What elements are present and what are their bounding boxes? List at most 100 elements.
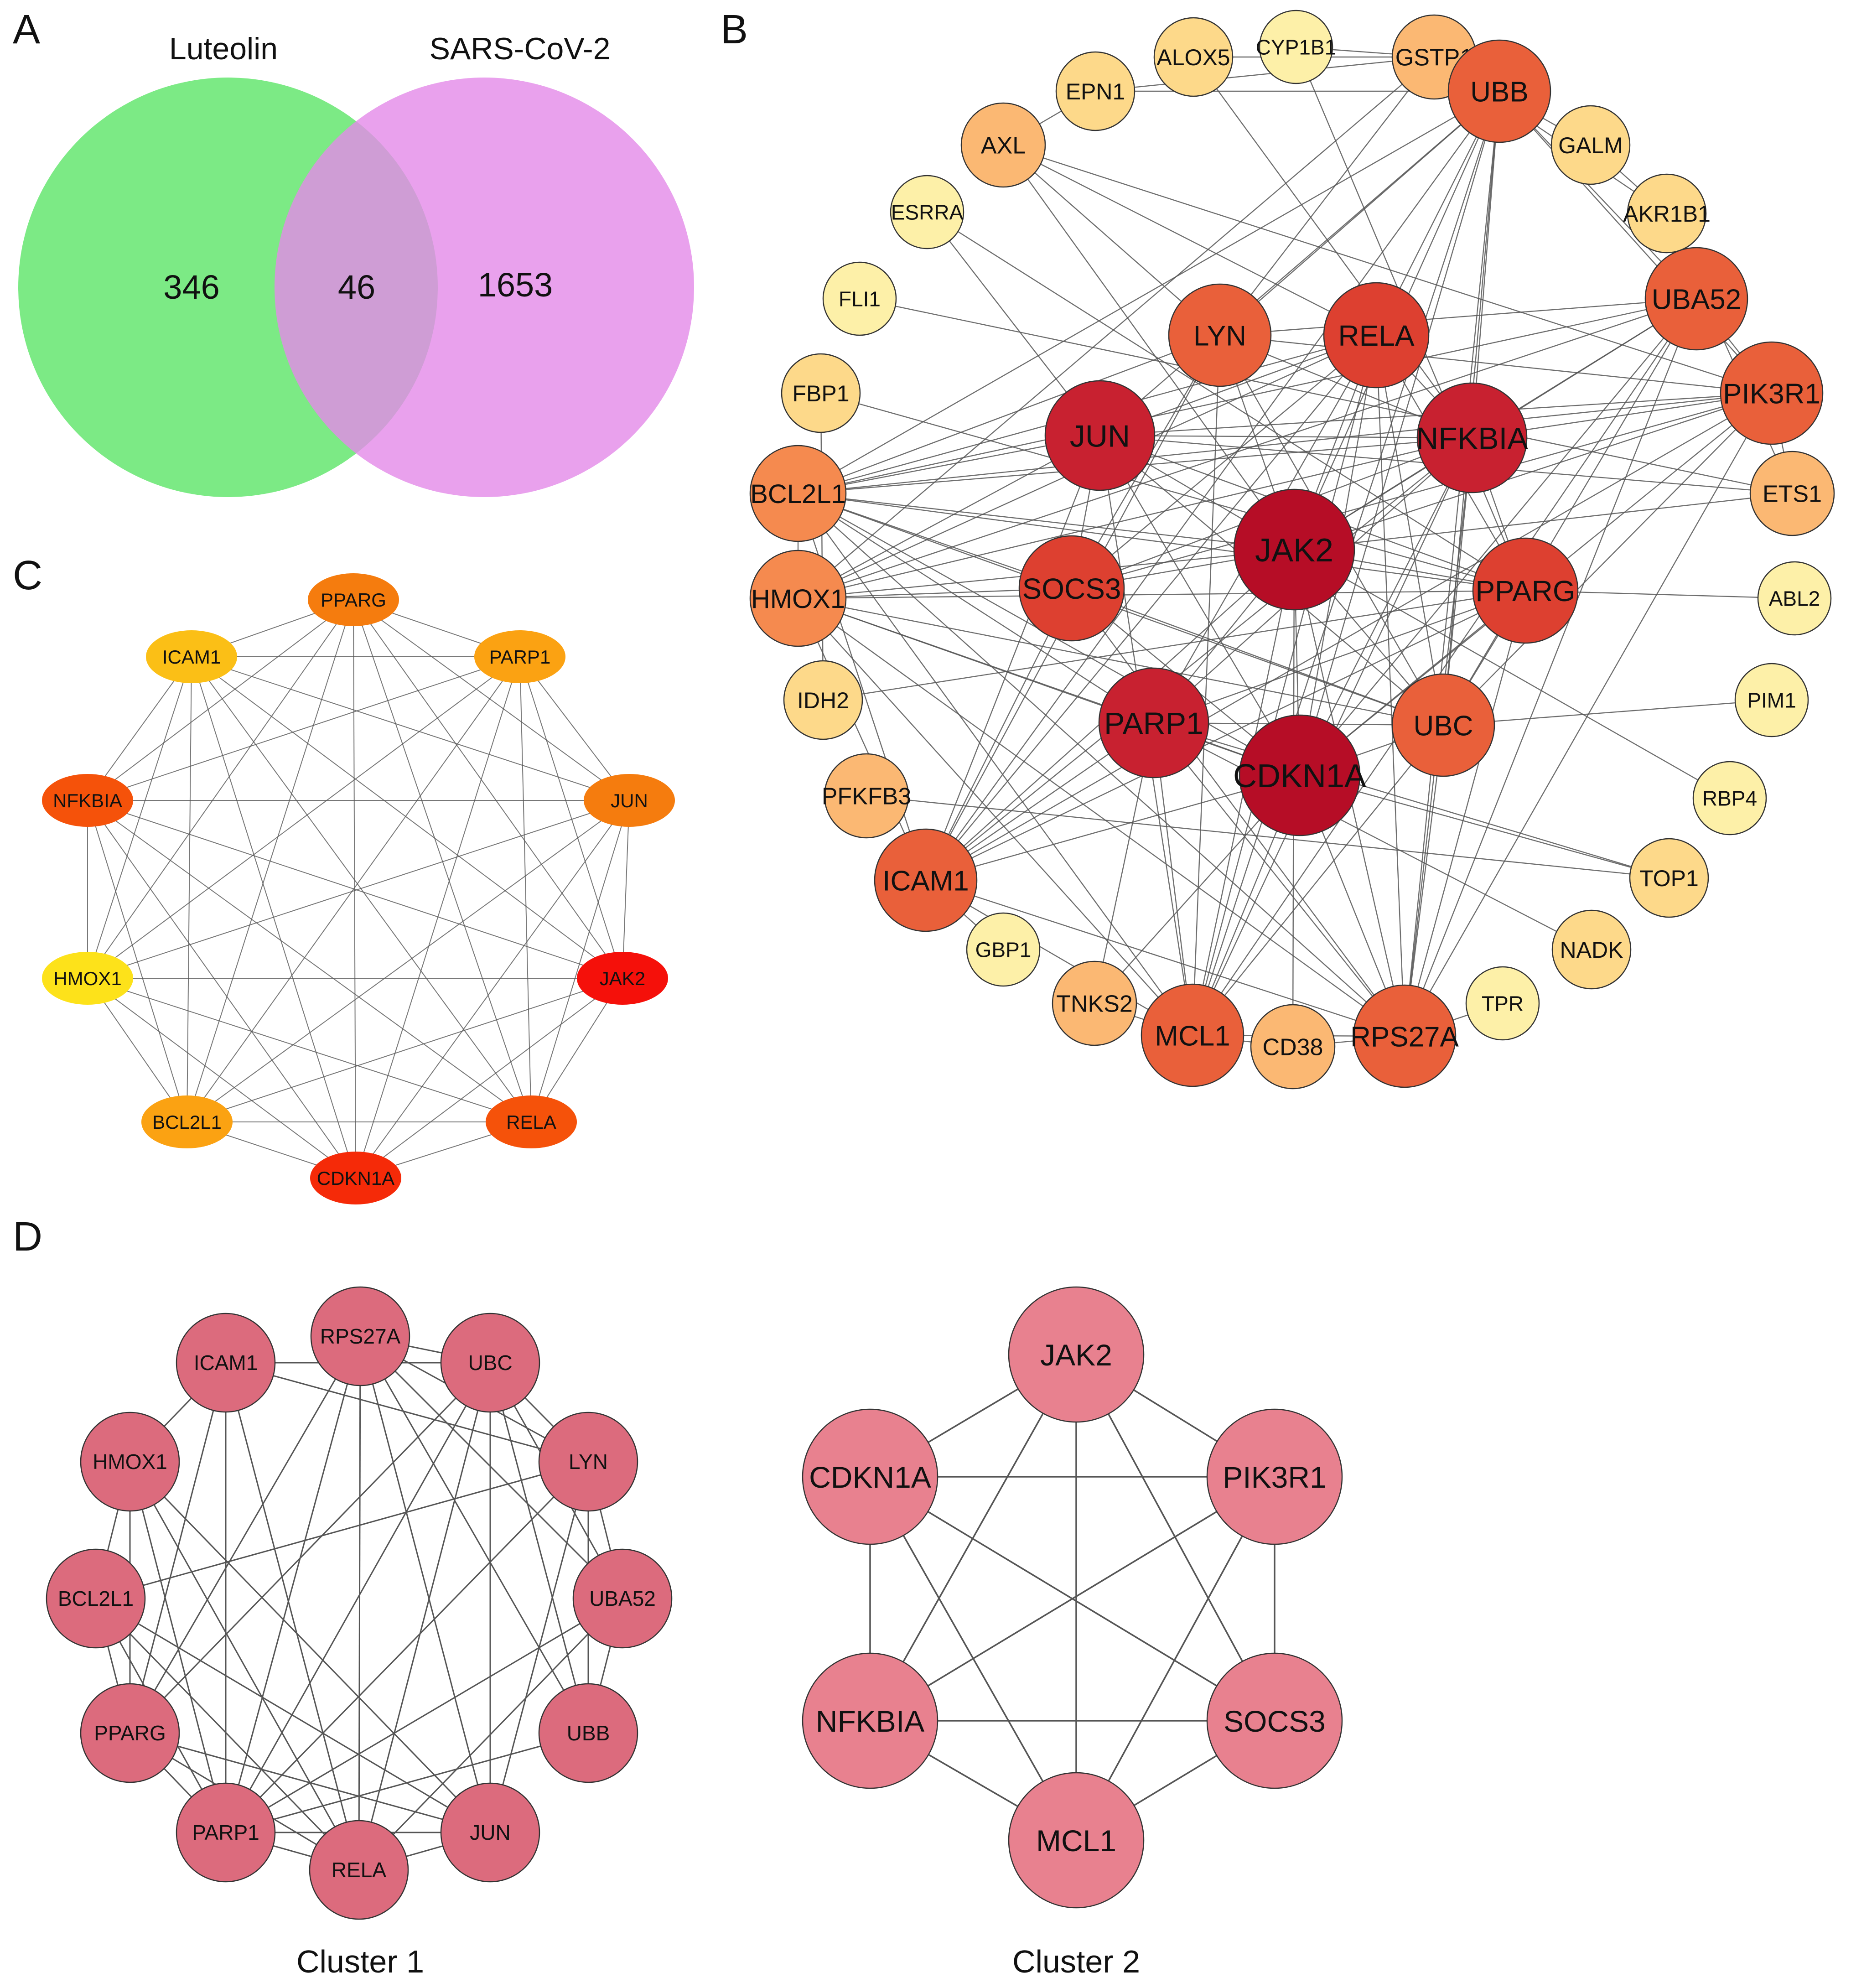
panel-c-letter: C [13,553,42,598]
node-label-mcl1: MCL1 [1036,1824,1116,1858]
node-label-axl: AXL [981,133,1026,159]
node-pparg: PPARG [308,573,399,626]
node-label-gbp1: GBP1 [975,938,1032,962]
node-ellipse-hmox1 [42,952,133,1005]
node-ellipse-rela [486,1095,577,1148]
node-label-esrra: ESRRA [891,201,964,224]
node-circle-icam1 [176,1313,276,1413]
node-ubb: UBB [1447,39,1551,143]
node-circle-jun [440,1782,540,1883]
edge-rps27a-uba52 [359,1335,623,1599]
edge-rps27a-rela [358,1336,361,1870]
edge-jun-hmox1 [798,435,1100,599]
edge-ubc-rela [358,1362,491,1870]
edge-pfkfb3-top1 [866,795,1670,879]
edge-cdkn1a-nfkbia [87,800,356,1178]
edge-ubb-bcl2l1 [798,90,1500,494]
edge-jak2-nfkbia [869,1354,1077,1721]
edge-pik3r1-axl [1003,144,1772,394]
node-socs3: SOCS3 [1018,535,1125,642]
edge-fli1-ets1 [859,298,1793,494]
node-label-pik3r1: PIK3R1 [1223,1460,1326,1494]
edge-pparg-rps27a [1404,590,1526,1037]
node-label-pik3r1: PIK3R1 [1723,378,1820,410]
node-label-fbp1: FBP1 [792,381,849,406]
node-circle-cdkn1a [1239,714,1361,836]
cluster-2-caption: Cluster 2 [1012,1944,1140,1979]
edge-socs3-pik3r1 [1071,392,1772,589]
edge-esrra-pparg [927,211,1526,592]
node-circle-tnks2 [1052,960,1137,1046]
node-axl: AXL [960,102,1046,188]
edge-ubc-pik3r1 [1443,393,1772,726]
edge-lyn-parp1 [225,1461,589,1833]
edge-rps27a-ubb [359,1336,589,1734]
venn-sars-cov-2-only-count: 1653 [478,266,553,304]
node-circle-ubc [1391,673,1495,777]
node-label-uba52: UBA52 [1652,284,1741,315]
edge-nfkbia-hmox1 [798,437,1473,599]
node-ellipse-cdkn1a [310,1152,401,1204]
node-circle-mcl1 [1141,983,1244,1087]
node-rela: RELA [309,1820,409,1920]
node-label-akr1b1: AKR1B1 [1623,201,1711,227]
node-circle-cdkn1a [802,1408,938,1545]
ppi-network-b-nodes: CYP1B1ESRRAFLI1ABL2PIM1RBP4GBP1TPRIDH2EP… [749,10,1835,1090]
edge-jak2-axl [1003,145,1295,550]
node-label-tpr: TPR [1482,992,1524,1016]
node-label-alox5: ALOX5 [1156,45,1230,70]
panel-d-letter: D [13,1214,42,1260]
edge-rela-nfkbia [87,800,532,1122]
edge-lyn-bcl2l1 [95,1461,589,1599]
edge-rela-ubc [1375,335,1444,726]
hub-gene-network-c: PPARGPARP1JUNJAK2RELACDKN1ABCL2L1HMOX1NF… [42,573,675,1204]
node-cdkn1a: CDKN1A [1233,714,1366,836]
node-circle-jak2 [1233,488,1355,611]
node-pparg: PPARG [1472,537,1579,644]
node-icam1: ICAM1 [176,1313,276,1413]
node-jun: JUN [584,774,675,827]
node-label-pim1: PIM1 [1747,689,1796,712]
edge-rela-hmox1 [129,1461,360,1870]
edge-rela-rps27a [1375,335,1405,1037]
edge-pparg-rela [353,599,532,1122]
node-circle-socs3 [1206,1652,1343,1789]
panel-b-letter: B [721,7,748,52]
node-label-ubc: UBC [1414,710,1473,742]
edge-pik3r1-icam1 [925,392,1772,881]
node-idh2: IDH2 [783,660,863,740]
edge-parp1-pparg [1153,590,1526,724]
edge-parp1-bcl2l1 [798,493,1154,724]
node-label-bcl2l1: BCL2L1 [58,1587,134,1610]
node-circle-lyn [538,1412,638,1512]
node-icam1: ICAM1 [146,630,237,683]
edge-parp1-cdkn1a [355,656,520,1178]
node-circle-pparg [1472,537,1579,644]
node-fli1: FLI1 [822,261,897,336]
edge-jak2-nfkbia [87,800,623,979]
node-hmox1: HMOX1 [80,1412,180,1512]
edge-parp1-nadk [1153,722,1592,950]
node-label-hmox1: HMOX1 [53,968,121,989]
node-label-jun: JUN [611,790,648,811]
edge-socs3-icam1 [925,588,1073,881]
node-rela: RELA [486,1095,577,1148]
edge-ubc-hmox1 [798,597,1444,726]
node-label-pparg: PPARG [1475,575,1575,607]
node-jak2: JAK2 [1008,1286,1145,1423]
node-circle-esrra [890,175,964,249]
node-circle-rps27a [310,1286,410,1386]
edge-uba52-mcl1 [1192,298,1697,1036]
node-lyn: LYN [538,1412,638,1512]
node-uba52: UBA52 [572,1548,673,1649]
node-galm: GALM [1550,105,1631,185]
node-ellipse-parp1 [474,630,565,683]
node-circle-ubc [440,1313,540,1413]
node-parp1: PARP1 [176,1782,276,1883]
node-label-rela: RELA [332,1858,386,1882]
edge-parp1-bcl2l1 [187,656,520,1122]
node-circle-parp1 [1098,667,1209,779]
node-akr1b1: AKR1B1 [1623,173,1711,254]
node-label-tnks2: TNKS2 [1056,991,1133,1017]
